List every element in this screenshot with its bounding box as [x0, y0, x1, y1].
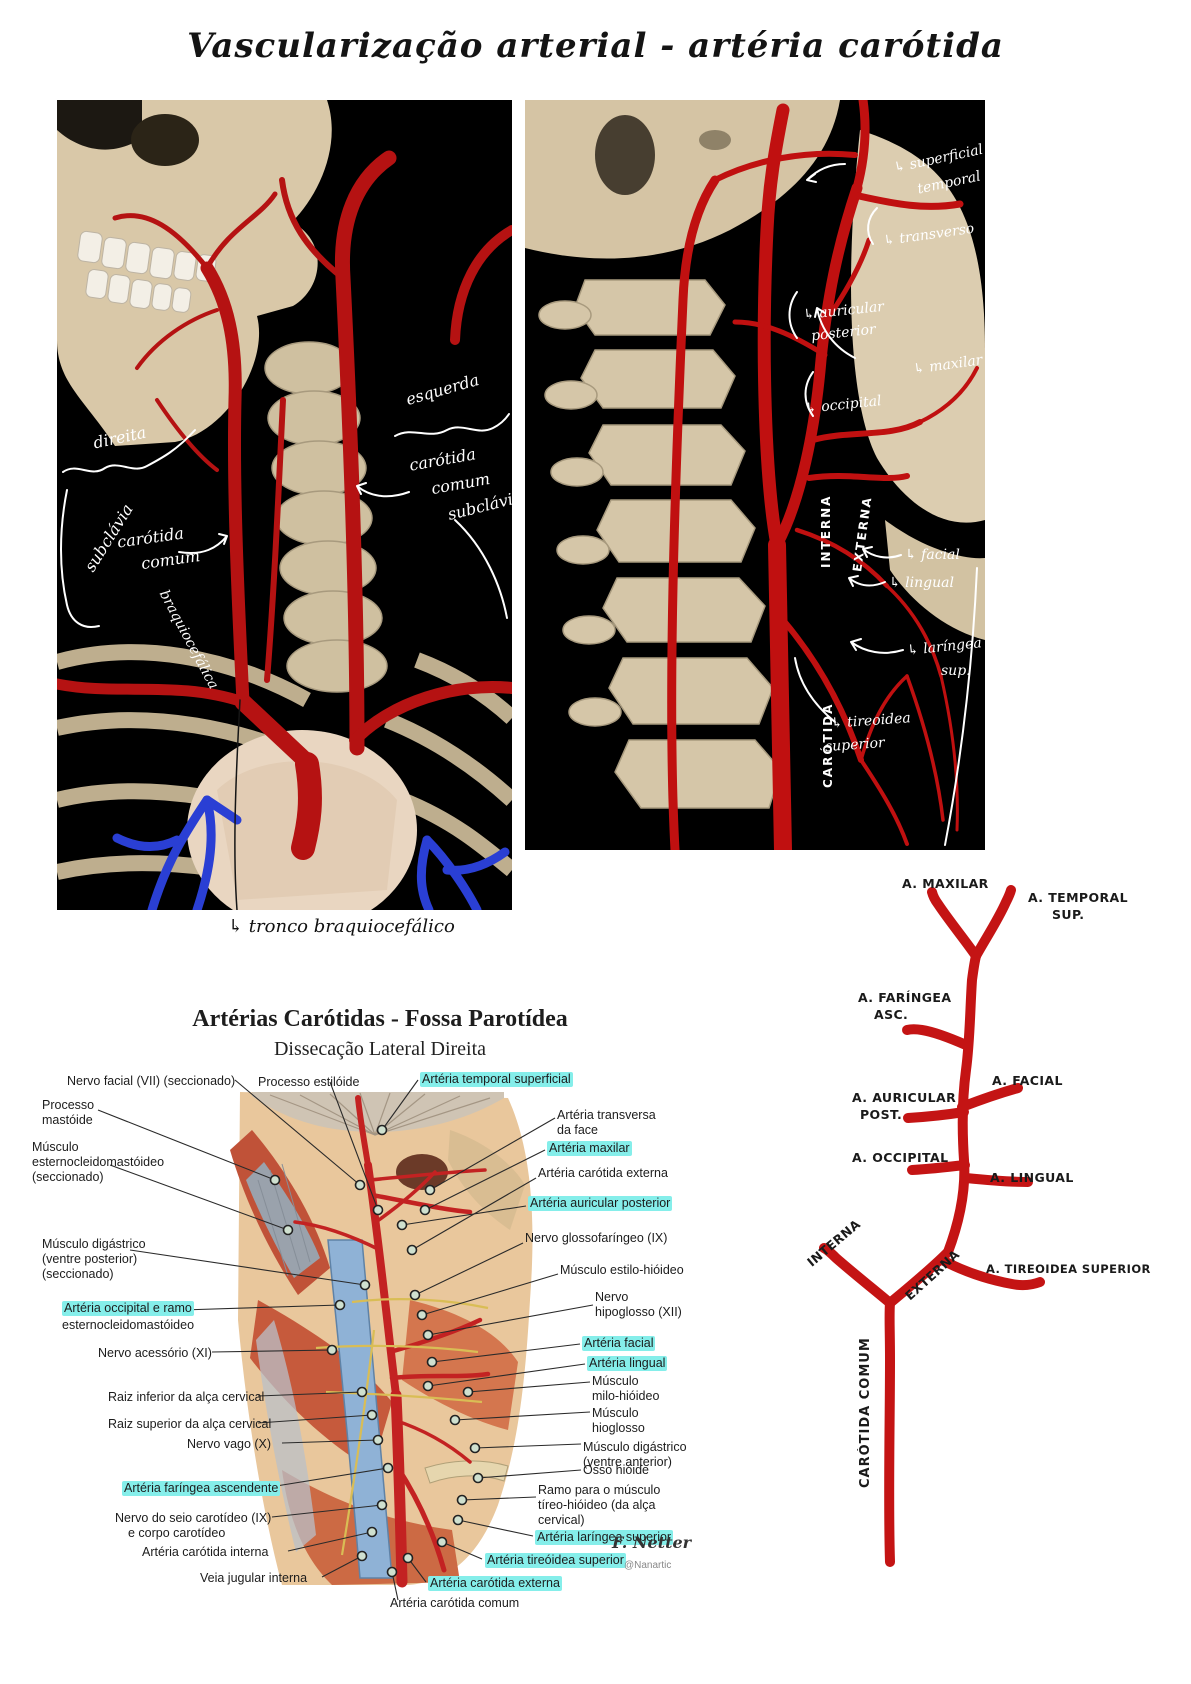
netter-label-digastrico-ant-2: (ventre anterior) [583, 1455, 672, 1469]
label-facial: ↳ facial [905, 547, 960, 563]
netter-label-transversa-2: da face [557, 1123, 599, 1137]
netter-label-ramo-2: tíreo-hióideo (da alça [538, 1498, 656, 1512]
netter-label-estilo-hioideo: Músculo estilo-hióideo [560, 1263, 684, 1277]
netter-label-lingual: Artéria lingual [587, 1356, 668, 1371]
netter-label-transversa-1: Artéria transversa [557, 1108, 656, 1122]
schematic-label-temporal-2: SUP. [1052, 907, 1085, 922]
label-tireoidea-superior: superior [824, 734, 886, 756]
netter-label-maxilar: Artéria maxilar [547, 1141, 632, 1156]
netter-label-carotida-comum: Artéria carótida comum [390, 1596, 520, 1610]
label-laringea-sup: sup. [941, 663, 971, 679]
netter-credit: @Nanartic [624, 1560, 672, 1571]
netter-label-raiz-inferior: Raiz inferior da alça cervical [108, 1390, 265, 1404]
netter-label-hioglosso-1: Músculo [592, 1406, 639, 1420]
schematic-label-maxilar: A. MAXILAR [902, 876, 989, 891]
label-interna: INTERNA [819, 494, 833, 568]
netter-label-ecm-3: (seccionado) [32, 1170, 104, 1184]
netter-label-tireoidea-superior: Artéria tireóidea superior [485, 1553, 626, 1568]
schematic-label-lingual: A. LINGUAL [990, 1170, 1074, 1185]
netter-label-processo-mastoide-1: Processo [42, 1098, 95, 1112]
netter-label-laringea-superior: Artéria laríngea superior [535, 1530, 674, 1545]
netter-label-carotida-externa-baixo: Artéria carótida externa [428, 1576, 562, 1591]
netter-label-milo-2: milo-hióideo [592, 1389, 660, 1403]
schematic-drawing [819, 885, 1045, 1567]
netter-label-milo-1: Músculo [592, 1374, 639, 1388]
netter-signature: F. Netter [612, 1533, 692, 1552]
netter-subtitle: Dissecação Lateral Direita [273, 1038, 487, 1060]
netter-label-occipital-1: Artéria occipital e ramo [62, 1301, 194, 1316]
netter-label-facial: Artéria facial [582, 1336, 656, 1351]
schematic-label-auricular-2: POST. [860, 1107, 903, 1122]
netter-label-processo-estiloide: Processo estilóide [258, 1075, 360, 1089]
netter-illustration [97, 1079, 594, 1601]
right-anatomy-illustration [525, 100, 985, 850]
netter-label-ramo-3: cervical) [538, 1513, 585, 1527]
page-title: Vascularização arterial - artéria caróti… [187, 26, 1004, 66]
netter-label-seio-1: Nervo do seio carotídeo (IX) [115, 1511, 272, 1525]
netter-label-ramo-1: Ramo para o músculo [538, 1483, 661, 1497]
schematic-label-temporal-1: A. TEMPORAL [1028, 890, 1128, 905]
netter-label-acessorio: Nervo acessório (XI) [98, 1346, 212, 1360]
netter-label-digastrico-post-1: Músculo digástrico [42, 1237, 146, 1251]
netter-label-temporal-superficial: Artéria temporal superficial [420, 1072, 573, 1087]
netter-label-auricular-posterior: Artéria auricular posterior [528, 1196, 673, 1211]
schematic-label-carotida-comum: CARÓTIDA COMUM [858, 1337, 873, 1488]
netter-label-ecm-2: esternocleidomastóideo [32, 1155, 165, 1169]
netter-label-carotida-externa-dir: Artéria carótida externa [538, 1166, 668, 1180]
schematic-label-faringea-2: ASC. [874, 1007, 909, 1022]
right-anatomy-figure: ↳ superficial temporal ↳ transverso ↳ au… [525, 100, 985, 850]
netter-label-hipoglosso-1: Nervo [595, 1290, 629, 1304]
netter-title: Artérias Carótidas - Fossa Parotídea [192, 1006, 568, 1032]
netter-label-faringea-ascendente: Artéria faríngea ascendente [122, 1481, 281, 1496]
note-tronco-braquiocefalico: ↳ tronco braquiocefálico [228, 916, 455, 937]
netter-label-raiz-superior: Raiz superior da alça cervical [108, 1417, 272, 1431]
netter-label-digastrico-post-2: (ventre posterior) [42, 1252, 138, 1266]
schematic-label-facial: A. FACIAL [992, 1073, 1063, 1088]
left-anatomy-figure: direita subclávia carótida comum esquerd… [57, 100, 512, 910]
netter-label-seio-2: e corpo carotídeo [128, 1526, 226, 1540]
label-lingual: ↳ lingual [889, 575, 954, 591]
netter-label-processo-mastoide-2: mastóide [42, 1113, 93, 1127]
netter-label-digastrico-post-3: (seccionado) [42, 1267, 114, 1281]
netter-label-carotida-interna: Artéria carótida interna [142, 1545, 269, 1559]
schematic-label-faringea-1: A. FARÍNGEA [858, 990, 952, 1005]
schematic-label-auricular-1: A. AURICULAR [852, 1090, 957, 1105]
netter-label-nervo-facial: Nervo facial (VII) (seccionado) [67, 1074, 236, 1088]
left-anatomy-illustration [57, 100, 512, 910]
schematic-label-occipital: A. OCCIPITAL [852, 1150, 949, 1165]
netter-label-occipital-2: esternocleidomastóideo [62, 1318, 195, 1332]
netter-label-osso-hioide: Osso hióide [583, 1463, 650, 1477]
netter-label-hipoglosso-2: hipoglosso (XII) [595, 1305, 682, 1319]
netter-label-glossofaringeo: Nervo glossofaríngeo (IX) [525, 1231, 668, 1245]
netter-label-hioglosso-2: hioglosso [592, 1421, 645, 1435]
netter-label-ecm-1: Músculo [32, 1140, 79, 1154]
netter-diagram: Artérias Carótidas - Fossa Parotídea Dis… [30, 1000, 730, 1620]
netter-label-vago: Nervo vago (X) [187, 1437, 272, 1451]
netter-label-digastrico-ant-1: Músculo digástrico [583, 1440, 687, 1454]
netter-label-jugular-interna: Veia jugular interna [200, 1571, 308, 1585]
carotid-branch-schematic: A. MAXILAR A. TEMPORAL SUP. A. FARÍNGEA … [790, 860, 1170, 1580]
schematic-label-tireoidea: A. TIREOIDEA SUPERIOR [986, 1262, 1151, 1276]
